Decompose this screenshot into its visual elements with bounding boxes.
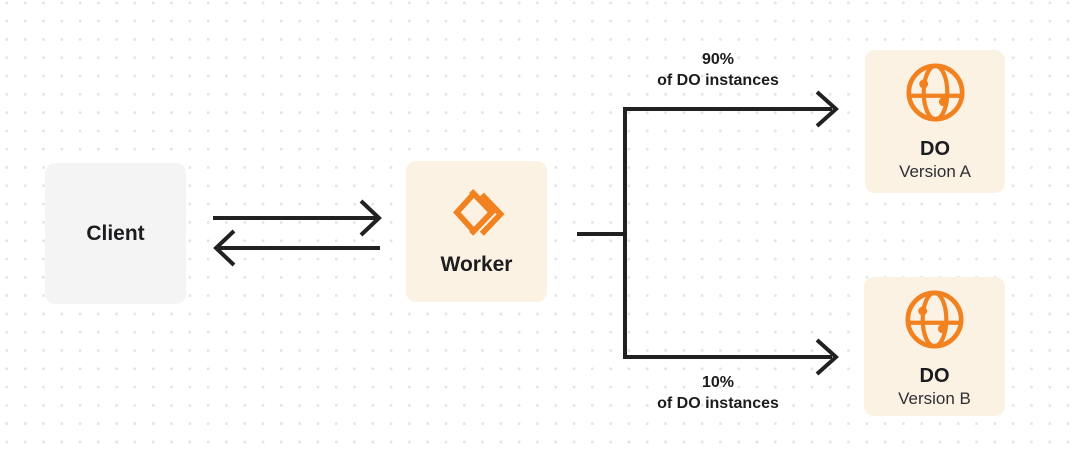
do-version-b-node: DO Version B <box>864 277 1005 416</box>
arrow-to-version-a-head <box>815 90 839 128</box>
worker-label: Worker <box>440 253 513 276</box>
workers-icon <box>448 181 505 242</box>
client-node: Client <box>45 163 186 304</box>
bottom-branch-percentage: 10% <box>701 374 735 391</box>
arrow-to-version-b-head <box>815 338 839 376</box>
durable-object-globe-icon <box>904 61 967 124</box>
top-branch-description: of DO instances <box>657 72 779 89</box>
do-version-a-subtitle: Version A <box>899 162 971 181</box>
top-branch-label: 90% of DO instances <box>608 49 828 91</box>
do-version-a-node: DO Version A <box>865 50 1005 193</box>
do-version-b-title: DO <box>919 365 950 387</box>
worker-to-client-arrowhead <box>213 229 236 267</box>
durable-object-globe-icon <box>903 288 966 351</box>
do-version-a-title: DO <box>920 138 950 160</box>
client-label: Client <box>86 221 145 245</box>
bottom-branch-label: 10% of DO instances <box>608 372 828 414</box>
worker-node: Worker <box>406 161 547 302</box>
top-branch-percentage: 90% <box>701 51 735 68</box>
bottom-branch-description: of DO instances <box>657 395 779 412</box>
client-to-worker-arrowhead <box>359 199 382 237</box>
do-version-b-subtitle: Version B <box>898 389 971 408</box>
